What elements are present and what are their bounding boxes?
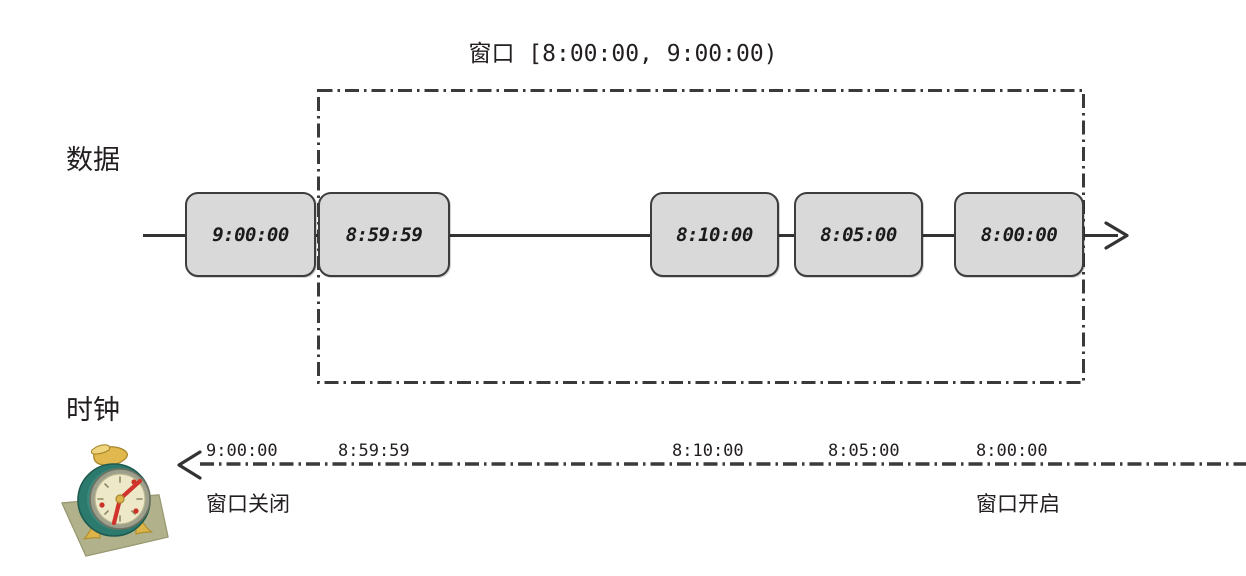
clock-tick-label: 8:00:00 bbox=[976, 441, 1048, 461]
clock-tick-label: 9:00:00 bbox=[206, 441, 278, 461]
event-box: 9:00:00 bbox=[185, 192, 316, 277]
event-box: 8:00:00 bbox=[954, 192, 1084, 277]
section-label-clock: 时钟 bbox=[66, 395, 120, 426]
alarm-clock-icon bbox=[61, 444, 169, 557]
window-state-label: 窗口开启 bbox=[976, 492, 1060, 516]
event-box: 8:05:00 bbox=[794, 192, 923, 277]
window-state-label: 窗口关闭 bbox=[206, 492, 290, 516]
clock-timeline-axis bbox=[200, 462, 1246, 466]
clock-axis-arrowhead bbox=[177, 450, 202, 480]
window-title: 窗口 [8:00:00, 9:00:00) bbox=[468, 41, 778, 67]
clock-tick-label: 8:05:00 bbox=[828, 441, 900, 461]
section-label-data: 数据 bbox=[66, 145, 120, 176]
data-axis-arrowhead bbox=[1104, 221, 1129, 250]
clock-tick-label: 8:59:59 bbox=[338, 441, 410, 461]
clock-tick-label: 8:10:00 bbox=[672, 441, 744, 461]
event-box: 8:10:00 bbox=[650, 192, 779, 277]
event-box: 8:59:59 bbox=[318, 192, 450, 277]
